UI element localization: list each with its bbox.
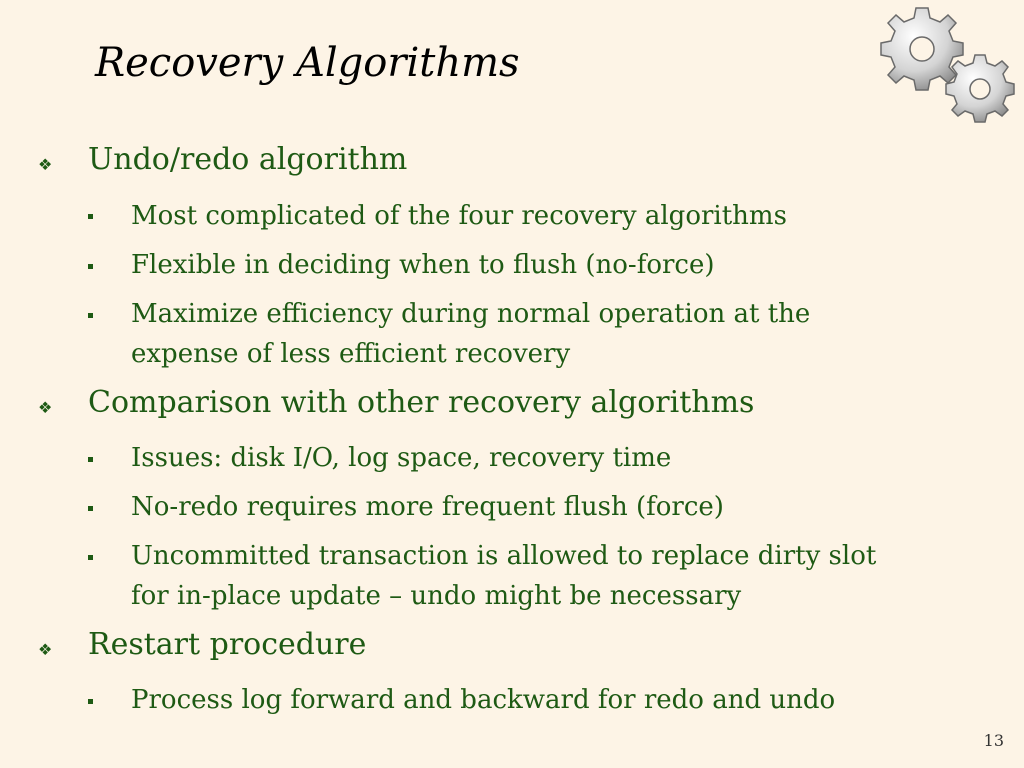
gears-icon (880, 7, 1015, 123)
slide-title: Recovery Algorithms (95, 40, 520, 86)
square-bullet-icon (88, 555, 93, 560)
square-bullet-icon (88, 214, 93, 219)
sub-bullet-text: Process log forward and backward for red… (131, 685, 836, 715)
bullet-restart: Restart procedure (88, 627, 367, 662)
diamond-bullet-icon: ❖ (38, 640, 53, 659)
sub-bullet-text: No-redo requires more frequent flush (fo… (131, 492, 724, 522)
sub-bullet-text-continued: expense of less efficient recovery (131, 339, 571, 369)
sub-bullet-text: Uncommitted transaction is allowed to re… (131, 541, 877, 571)
diamond-bullet-icon: ❖ (38, 155, 53, 174)
square-bullet-icon (88, 699, 93, 704)
bullet-comparison: Comparison with other recovery algorithm… (88, 385, 755, 420)
bullet-undo-redo: Undo/redo algorithm (88, 142, 408, 177)
sub-bullet-text: Most complicated of the four recovery al… (131, 201, 787, 231)
sub-bullet-text-continued: for in-place update – undo might be nece… (131, 581, 742, 611)
square-bullet-icon (88, 506, 93, 511)
sub-bullet-text: Maximize efficiency during normal operat… (131, 299, 811, 329)
sub-bullet-text: Flexible in deciding when to flush (no-f… (131, 250, 715, 280)
square-bullet-icon (88, 313, 93, 318)
sub-bullet-text: Issues: disk I/O, log space, recovery ti… (131, 443, 672, 473)
square-bullet-icon (88, 457, 93, 462)
diamond-bullet-icon: ❖ (38, 398, 53, 417)
square-bullet-icon (88, 264, 93, 269)
page-number: 13 (983, 731, 1004, 750)
